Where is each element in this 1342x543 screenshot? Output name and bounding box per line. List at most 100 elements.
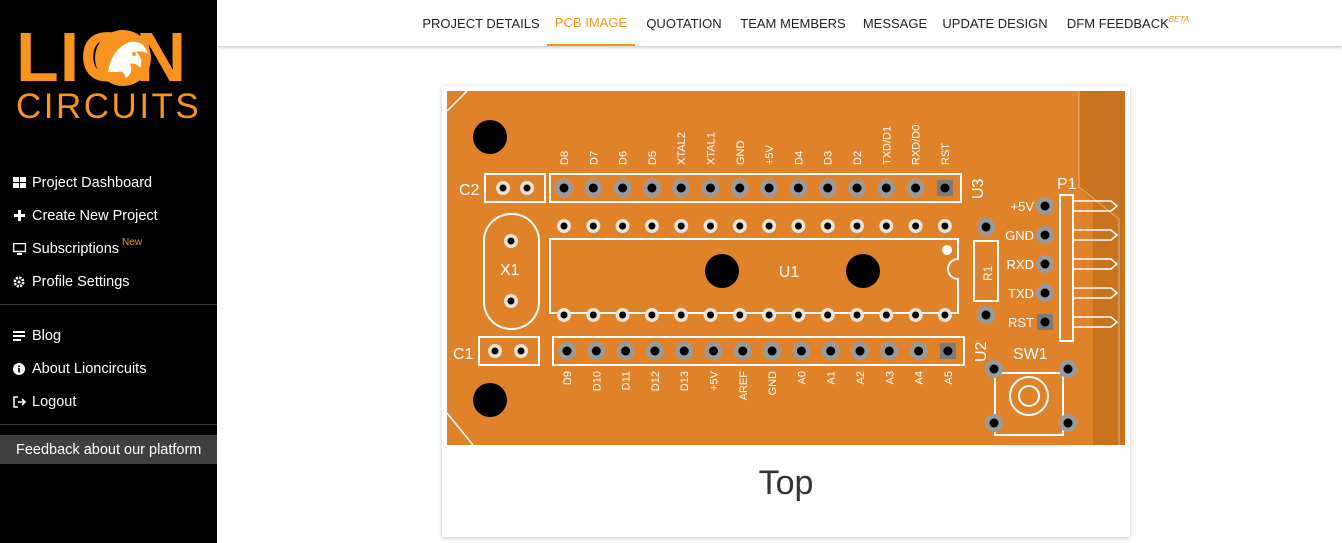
monitor-icon [12, 242, 26, 256]
tab-message[interactable]: MESSAGE [860, 0, 930, 46]
sidebar-item-label: Profile Settings [32, 273, 130, 290]
p1-pin-outline [1073, 258, 1119, 270]
p1-pin-label: RXD [1007, 257, 1034, 272]
mounting-hole [705, 254, 739, 288]
beta-badge: BETA [1168, 14, 1190, 24]
label-c1: C1 [453, 346, 474, 363]
pcb-pin-label: +5V [709, 370, 721, 391]
pcb-pin-label: XTAL1 [706, 132, 718, 165]
label-u3: U3 [970, 178, 987, 199]
pcb-drill [736, 311, 744, 319]
pcb-pin-label: D6 [618, 151, 630, 165]
logout-icon [12, 395, 26, 409]
sidebar-item-create-new-project[interactable]: Create New Project [0, 199, 217, 232]
label-u2: U2 [973, 341, 990, 362]
tab-update-design[interactable]: UPDATE DESIGN [942, 0, 1048, 46]
lioncircuits-logo[interactable]: LION CIRCUITS [14, 22, 199, 126]
sidebar: LION CIRCUITS Project Dashboard Create N… [0, 0, 217, 543]
p1-pin-outline [1073, 200, 1119, 212]
tab-label: QUOTATION [646, 15, 722, 31]
pcb-drill [707, 222, 714, 230]
pcb-drill [767, 346, 777, 356]
lines-icon [12, 329, 26, 343]
pcb-drill [914, 346, 924, 356]
pcb-drill [618, 183, 628, 193]
sidebar-item-label: Logout [32, 393, 77, 410]
pcb-drill [823, 183, 833, 193]
pcb-drill [517, 347, 525, 355]
p1-pin-outline [1073, 229, 1119, 241]
pcb-drill [619, 222, 627, 230]
pcb-pin-label: D12 [650, 371, 662, 391]
pcb-drill [1040, 201, 1050, 211]
pcb-pin-label: RXD/D0 [911, 125, 923, 165]
pcb-drill [591, 346, 601, 356]
sidebar-item-blog[interactable]: Blog [0, 319, 217, 352]
pcb-drill [882, 222, 890, 230]
tab-label: PROJECT DETAILS [422, 15, 540, 31]
pcb-drill [507, 297, 515, 305]
sidebar-item-project-dashboard[interactable]: Project Dashboard [0, 166, 217, 199]
pcb-drill [882, 311, 890, 319]
pcb-drill [941, 222, 949, 230]
p1-pin-label: GND [1005, 228, 1034, 243]
sidebar-item-subscriptions[interactable]: Subscriptions New [0, 232, 217, 265]
pcb-drill [764, 183, 774, 193]
pcb-drill [589, 222, 597, 230]
pcb-drill [1040, 317, 1050, 327]
pcb-drill [707, 311, 714, 319]
pcb-drill [826, 346, 836, 356]
pcb-pin-label: D4 [793, 151, 805, 165]
pcb-pin-label: RST [940, 143, 952, 165]
secondary-nav: Blog About Lioncircuits Logout [0, 319, 217, 418]
label-u1: U1 [779, 264, 800, 281]
sidebar-item-profile-settings[interactable]: Profile Settings [0, 265, 217, 298]
p1-pin-label: TXD [1008, 286, 1034, 301]
pcb-pin-label: A3 [884, 371, 896, 384]
pcb-drill [677, 311, 685, 319]
pcb-drill [824, 311, 832, 319]
pcb-drill [981, 310, 991, 320]
pcb-drill [912, 222, 920, 230]
pcb-drill [562, 346, 572, 356]
pcb-drill [853, 222, 861, 230]
pcb-pin-label: D13 [679, 371, 691, 391]
label-x1: X1 [500, 262, 520, 279]
pcb-drill [1063, 364, 1073, 374]
p1-pin-outline [1073, 287, 1119, 299]
pcb-drill [621, 346, 631, 356]
card-title: Top [758, 464, 814, 502]
pcb-pin-label: D9 [562, 371, 574, 385]
p1-pin-label: +5V [1011, 199, 1035, 214]
pcb-drill [677, 222, 685, 230]
tab-pcb-image[interactable]: PCB IMAGE [547, 0, 635, 46]
pcb-drill [650, 346, 660, 356]
pcb-pin-label: +5V [764, 144, 776, 165]
feedback-button[interactable]: Feedback about our platform [0, 435, 217, 464]
sidebar-item-logout[interactable]: Logout [0, 385, 217, 418]
pcb-drill [560, 311, 568, 319]
pcb-drill [491, 347, 499, 355]
pcb-drill [647, 183, 657, 193]
pcb-drill [507, 237, 515, 245]
label-p1: P1 [1057, 176, 1077, 193]
pcb-drill [824, 222, 832, 230]
pcb-drill [589, 311, 597, 319]
pcb-drill [852, 183, 862, 193]
tab-project-details[interactable]: PROJECT DETAILS [420, 0, 542, 46]
main-nav: Project Dashboard Create New Project Sub… [0, 166, 217, 298]
tab-team-members[interactable]: TEAM MEMBERS [737, 0, 849, 46]
sidebar-item-label: About Lioncircuits [32, 360, 147, 377]
pcb-drill [911, 183, 921, 193]
pcb-drill [943, 346, 953, 356]
mounting-hole [473, 383, 507, 417]
sidebar-item-about[interactable]: About Lioncircuits [0, 352, 217, 385]
pcb-drill [648, 311, 656, 319]
pcb-drill [765, 311, 773, 319]
lion-head-icon [95, 30, 151, 86]
pcb-pin-label: TXD/D1 [881, 126, 893, 165]
tab-quotation[interactable]: QUOTATION [642, 0, 726, 46]
